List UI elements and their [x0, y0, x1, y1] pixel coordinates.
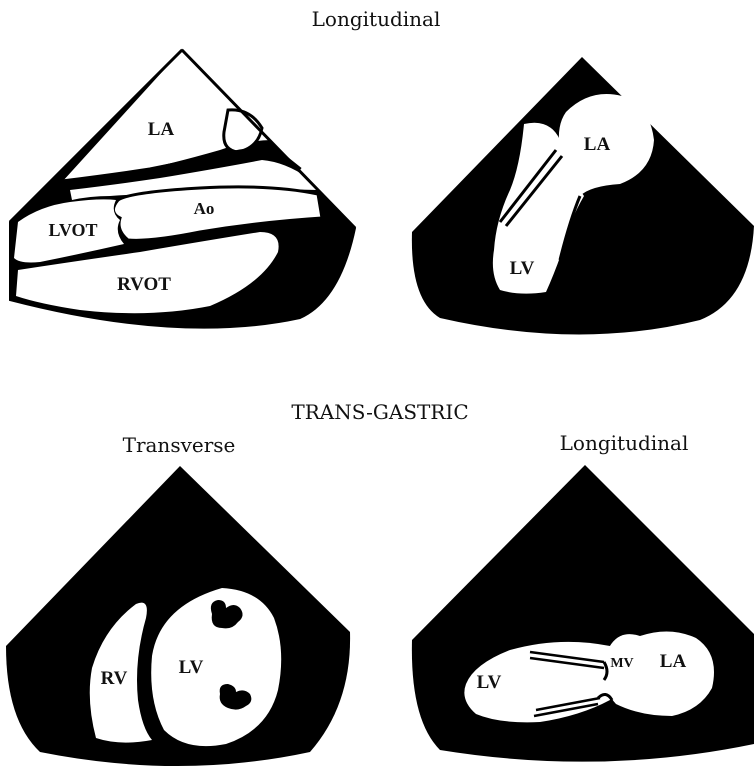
caption-transverse: Transverse	[123, 433, 236, 457]
label-ao: Ao	[194, 199, 215, 218]
panel-top-left: LA Ao LVOT RVOT	[10, 50, 355, 328]
label-lvot: LVOT	[49, 220, 98, 240]
caption-top-longitudinal: Longitudinal	[312, 7, 441, 31]
label-lv: LV	[179, 657, 204, 678]
label-rvot: RVOT	[117, 274, 171, 295]
chamber-la	[605, 631, 714, 716]
label-lv: LV	[477, 672, 502, 693]
label-la: LA	[584, 134, 611, 155]
sector-bottom-right	[412, 465, 754, 762]
label-lv: LV	[510, 258, 535, 279]
label-la: LA	[148, 119, 175, 140]
label-la: LA	[660, 651, 687, 672]
panel-bottom-right: LV MV LA	[412, 465, 754, 762]
panel-bottom-left: RV LV	[6, 466, 350, 766]
caption-trans-gastric: TRANS-GASTRIC	[291, 400, 468, 424]
caption-bottom-longitudinal: Longitudinal	[560, 431, 689, 455]
label-mv: MV	[610, 656, 633, 671]
label-rv: RV	[101, 668, 128, 689]
panel-top-right: LA LV	[412, 57, 754, 335]
